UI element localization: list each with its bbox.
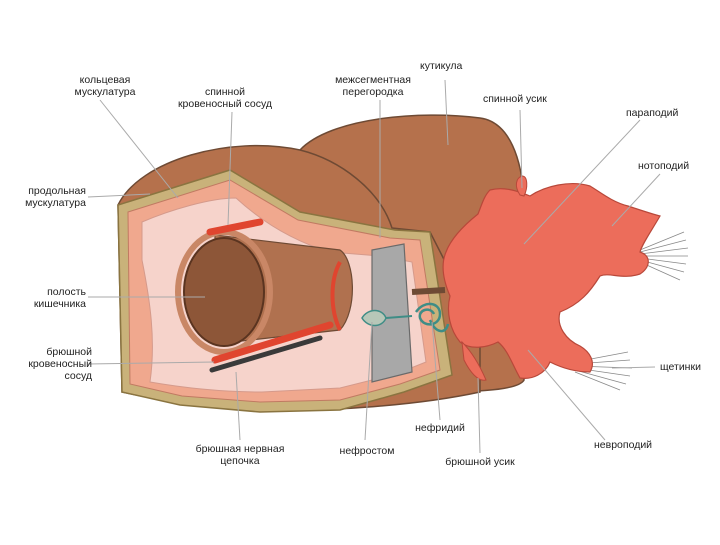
label-ventral-blood-vessel: брюшной кровеносный сосуд [0, 346, 92, 382]
label-neuropodium: невроподий [594, 439, 694, 451]
label-longitudinal-muscle: продольная мускулатура [0, 185, 86, 209]
label-dorsal-blood-vessel: спинной кровеносный сосуд [160, 86, 290, 110]
label-septum: межсегментная перегородка [318, 74, 428, 98]
label-gut-cavity: полость кишечника [0, 286, 86, 310]
gut-posterior [412, 290, 445, 292]
chaetae-upper [640, 232, 688, 280]
gut-lumen [184, 238, 264, 346]
label-cuticle: кутикула [420, 60, 500, 72]
label-nephrostome: нефростом [322, 445, 412, 457]
label-parapodium: параподий [626, 107, 716, 119]
label-nephridium: нефридий [395, 422, 485, 434]
label-ventral-nerve-cord: брюшная нервная цепочка [180, 443, 300, 467]
label-chaetae: щетинки [660, 361, 718, 373]
label-circular-muscle: кольцевая мускулатура [55, 74, 155, 98]
label-notopodium: нотоподий [638, 160, 718, 172]
label-dorsal-cirrus: спинной усик [483, 93, 583, 105]
label-ventral-cirrus: брюшной усик [430, 456, 530, 468]
